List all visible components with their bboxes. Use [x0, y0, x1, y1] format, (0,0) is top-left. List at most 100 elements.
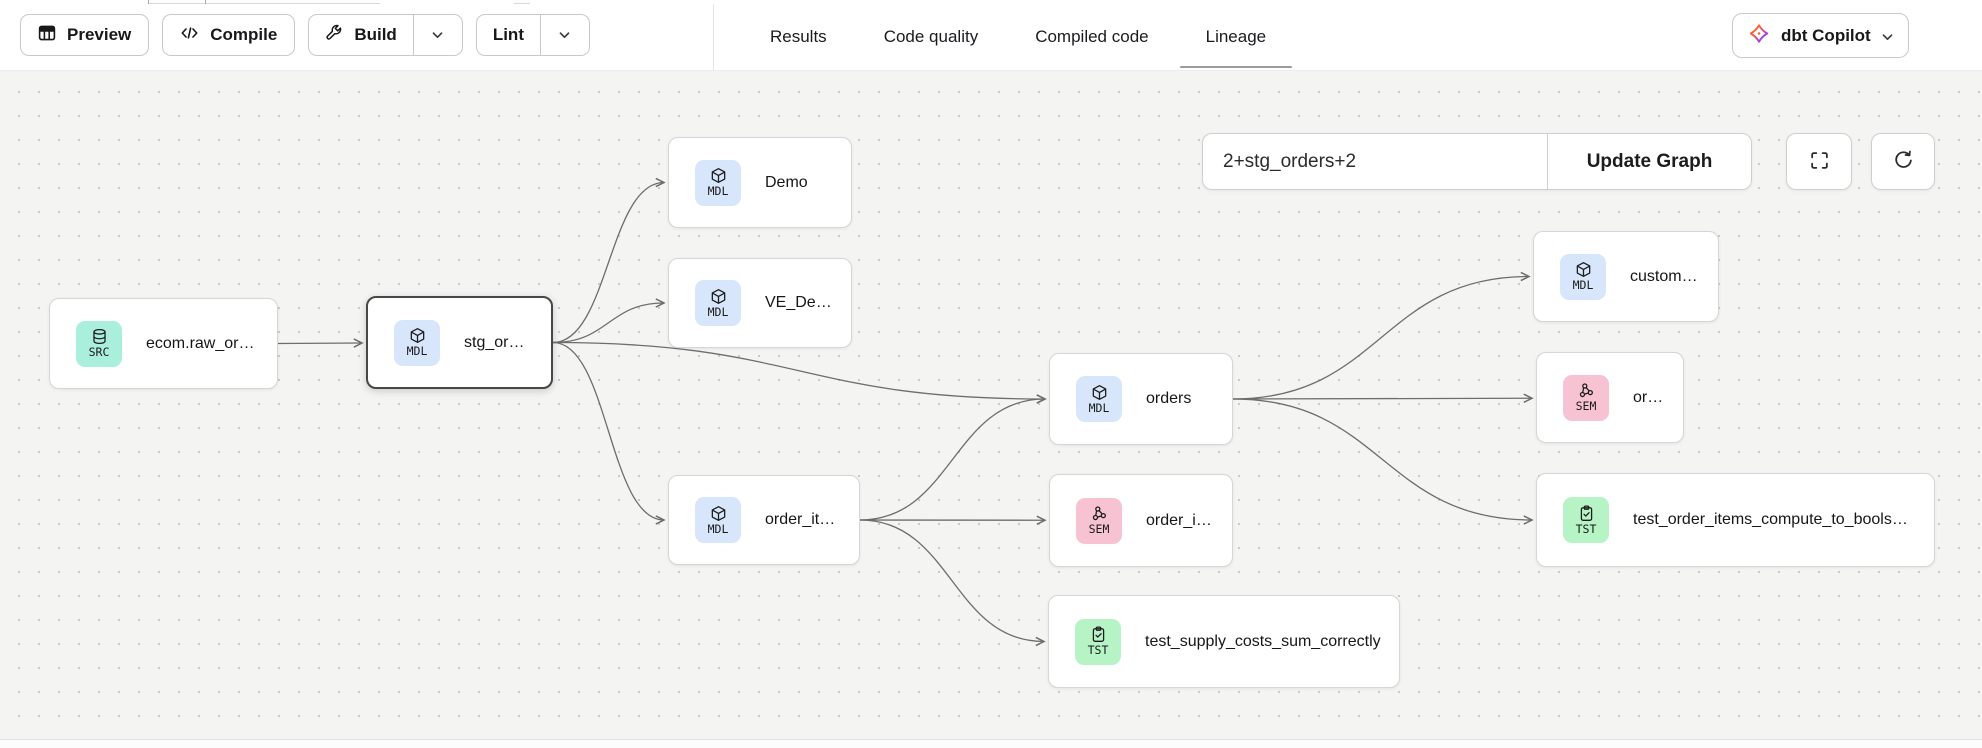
wrench-icon: [325, 24, 343, 47]
toolbar: Preview Compile Build: [0, 4, 1982, 71]
semantic-graph-icon: [1578, 382, 1595, 399]
node-label: orders: [1146, 390, 1191, 408]
node-label: test_supply_costs_sum_correctly: [1145, 633, 1381, 651]
badge-label: MDL: [407, 345, 428, 358]
fullscreen-icon: [1809, 150, 1830, 174]
dbt-logo-icon: [1748, 23, 1770, 49]
lineage-node-ecom_raw_orders[interactable]: SRC ecom.raw_orders: [49, 298, 278, 389]
badge-label: MDL: [708, 185, 729, 198]
edge-order_items-to-test_supply: [860, 520, 1044, 642]
edge-stg_orders-to-ve_demo: [553, 303, 664, 343]
top-tab-edge: [148, 0, 380, 4]
badge-label: MDL: [708, 306, 729, 319]
mdl-type-badge: MDL: [695, 160, 741, 206]
chevron-down-icon: [432, 26, 443, 44]
tst-type-badge: TST: [1075, 619, 1121, 665]
update-graph-button[interactable]: Update Graph: [1547, 134, 1751, 189]
node-label: test_order_items_compute_to_bools_c...: [1633, 511, 1916, 529]
badge-label: MDL: [1573, 279, 1594, 292]
tab-label: Compiled code: [1035, 27, 1148, 47]
lineage-selector-group: Update Graph: [1202, 133, 1752, 190]
compile-button[interactable]: Compile: [162, 14, 295, 56]
top-tab-divider: [148, 0, 149, 4]
lineage-node-customers[interactable]: MDL customers: [1533, 231, 1719, 322]
result-tabs: Results Code quality Compiled code Linea…: [770, 4, 1266, 70]
badge-label: SEM: [1576, 400, 1597, 413]
cube-icon: [409, 327, 426, 344]
tab-code-quality[interactable]: Code quality: [884, 4, 979, 70]
node-label: VE_Demo: [765, 294, 833, 312]
top-tab-divider: [205, 0, 206, 4]
cube-icon: [710, 167, 727, 184]
toolbar-button-row: Preview Compile Build: [20, 14, 590, 56]
code-icon: [180, 24, 199, 47]
lineage-node-stg_orders[interactable]: MDL stg_orders: [366, 296, 553, 389]
refresh-icon: [1893, 150, 1914, 174]
tab-compiled-code[interactable]: Compiled code: [1035, 4, 1148, 70]
node-label: order_item: [1146, 512, 1214, 530]
lint-dropdown-button[interactable]: [540, 15, 589, 55]
tab-label: Code quality: [884, 27, 979, 47]
tab-results[interactable]: Results: [770, 4, 827, 70]
tab-lineage[interactable]: Lineage: [1206, 4, 1267, 70]
node-label: order_items: [765, 511, 841, 529]
top-tab-edge: [514, 0, 530, 4]
mdl-type-badge: MDL: [695, 280, 741, 326]
node-label: customers: [1630, 268, 1700, 286]
tab-label: Lineage: [1206, 27, 1267, 47]
lineage-selector-input[interactable]: [1203, 134, 1547, 189]
cube-icon: [710, 505, 727, 522]
chevron-down-icon: [559, 26, 570, 44]
node-label: orders: [1633, 389, 1665, 407]
badge-label: MDL: [1089, 402, 1110, 415]
preview-button[interactable]: Preview: [20, 14, 149, 56]
refresh-button[interactable]: [1871, 133, 1935, 190]
clipboard-check-icon: [1578, 505, 1595, 522]
badge-label: TST: [1088, 644, 1109, 657]
sem-type-badge: SEM: [1076, 498, 1122, 544]
fullscreen-button[interactable]: [1786, 133, 1852, 190]
compile-button-label: Compile: [210, 25, 277, 45]
lineage-canvas[interactable]: Update Graph SRCecom.raw_ordersMDLstg_or…: [0, 70, 1982, 748]
mdl-type-badge: MDL: [695, 497, 741, 543]
lineage-node-test_supply[interactable]: TST test_supply_costs_sum_correctly: [1048, 595, 1400, 688]
badge-label: SRC: [89, 346, 110, 359]
build-split-button: Build: [308, 14, 463, 56]
lineage-node-orders_sem[interactable]: SEM orders: [1536, 352, 1684, 443]
lineage-node-order_items[interactable]: MDL order_items: [668, 475, 860, 565]
chevron-down-icon: [1882, 26, 1893, 46]
badge-label: SEM: [1089, 523, 1110, 536]
node-label: Demo: [765, 174, 808, 192]
lineage-node-demo[interactable]: MDL Demo: [668, 137, 852, 228]
toolbar-divider: [713, 4, 714, 70]
tst-type-badge: TST: [1563, 497, 1609, 543]
tab-label: Results: [770, 27, 827, 47]
build-dropdown-button[interactable]: [413, 15, 462, 55]
lineage-node-order_item_sem[interactable]: SEM order_item: [1049, 474, 1233, 567]
mdl-type-badge: MDL: [1076, 376, 1122, 422]
edge-orders_mdl-to-customers: [1233, 277, 1529, 400]
lint-button[interactable]: Lint: [477, 15, 540, 55]
database-icon: [91, 328, 108, 345]
dbt-copilot-button[interactable]: dbt Copilot: [1732, 13, 1909, 58]
edge-orders_mdl-to-test_order_items: [1233, 399, 1532, 520]
edge-ecom_raw_orders-to-stg_orders: [278, 343, 362, 344]
badge-label: MDL: [708, 523, 729, 536]
build-button[interactable]: Build: [309, 15, 413, 55]
mdl-type-badge: MDL: [394, 320, 440, 366]
lineage-node-test_order_items[interactable]: TST test_order_items_compute_to_bools_c..…: [1536, 473, 1935, 567]
lineage-node-ve_demo[interactable]: MDL VE_Demo: [668, 258, 852, 348]
dbt-copilot-label: dbt Copilot: [1781, 26, 1871, 46]
src-type-badge: SRC: [76, 321, 122, 367]
clipboard-check-icon: [1090, 626, 1107, 643]
edge-order_items-to-orders_mdl: [860, 399, 1045, 520]
badge-label: TST: [1576, 523, 1597, 536]
lint-split-button: Lint: [476, 14, 590, 56]
preview-button-label: Preview: [67, 25, 131, 45]
node-label: ecom.raw_orders: [146, 335, 259, 353]
node-label: stg_orders: [464, 334, 533, 352]
lineage-node-orders_mdl[interactable]: MDL orders: [1049, 353, 1233, 445]
table-icon: [38, 24, 56, 47]
edge-stg_orders-to-order_items: [553, 343, 664, 521]
